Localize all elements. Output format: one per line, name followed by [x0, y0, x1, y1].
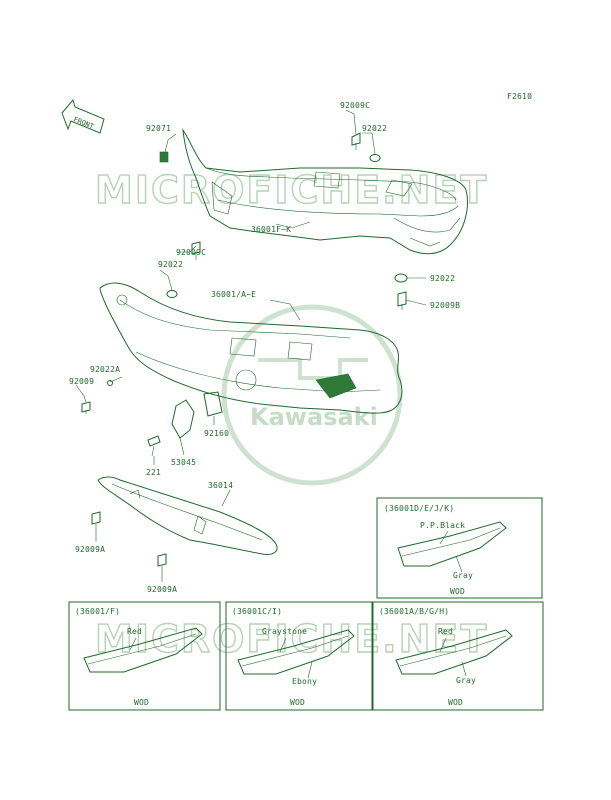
part-label-92022-mid: 92022 — [158, 260, 183, 269]
variant-color-1: Graystone — [262, 627, 307, 636]
variant-color-1: Red — [438, 627, 453, 636]
kawasaki-wordmark: Kawasaki — [250, 403, 378, 431]
front-arrow-label: FRONT — [72, 115, 95, 131]
side-cover-upper — [182, 128, 468, 255]
part-label-92009c-top: 92009C — [340, 101, 370, 110]
leader-lines — [75, 109, 427, 582]
variant-footer: WOD — [134, 698, 149, 707]
clip-92071 — [159, 151, 169, 163]
variant-footer: WOD — [448, 698, 463, 707]
variant-color-2: Gray — [456, 676, 476, 685]
variant-color-1: Red — [127, 627, 142, 636]
part-label-36001f-k: 36001F~K — [251, 225, 291, 234]
part-label-92022-right: 92022 — [430, 274, 455, 283]
variant-footer: WOD — [290, 698, 305, 707]
variant-box-36001d-e-j-k: (36001D/E/J/K) P.P.Black Gray WOD — [376, 497, 543, 599]
part-label-92071: 92071 — [146, 124, 171, 133]
part-label-92009c-mid: 92009C — [176, 248, 206, 257]
part-labels: 92071 92009C 92022 36001F~K 92009C 92022… — [69, 101, 460, 594]
variant-title: (36001A/B/G/H) — [379, 607, 449, 616]
chain-cover — [91, 476, 278, 567]
variant-box-36001c-i: (36001C/I) Graystone Ebony WOD — [225, 601, 373, 711]
part-label-92009-left: 92009 — [69, 377, 94, 386]
part-label-92022a: 92022A — [90, 365, 120, 374]
variant-footer: WOD — [450, 587, 465, 596]
fasteners — [81, 132, 408, 457]
figure-code: F2610 — [507, 92, 532, 101]
part-label-92009a-a: 92009A — [75, 545, 105, 554]
watermark-text-top: MICROFICHE.NET — [95, 168, 488, 212]
watermark: MICROFICHE.NET MICROFICHE.NET Kawasaki — [94, 167, 488, 661]
side-cover-lower — [99, 282, 403, 414]
part-label-92160: 92160 — [204, 429, 229, 438]
watermark-text-bottom: MICROFICHE.NET — [95, 617, 488, 661]
variant-title: (36001C/I) — [232, 607, 282, 616]
front-arrow: FRONT — [61, 98, 105, 134]
part-label-92009b: 92009B — [430, 301, 460, 310]
part-label-36014: 36014 — [208, 481, 233, 490]
variant-color-1: P.P.Black — [420, 521, 465, 530]
part-label-92022-top: 92022 — [362, 124, 387, 133]
variant-color-2: Ebony — [292, 677, 317, 686]
variant-color-2: Gray — [453, 571, 473, 580]
part-label-92009a-b: 92009A — [147, 585, 177, 594]
part-label-221: 221 — [146, 468, 161, 477]
part-label-36001-a-e: 36001/A~E — [211, 290, 256, 299]
variant-box-36001-f: (36001/F) Red WOD — [68, 601, 221, 711]
variant-box-36001a-b-g-h: (36001A/B/G/H) Red Gray WOD — [372, 601, 544, 711]
part-label-53045: 53045 — [171, 458, 196, 467]
variant-title: (36001D/E/J/K) — [384, 504, 454, 513]
kawasaki-watermark-logo: Kawasaki — [221, 304, 403, 486]
variant-title: (36001/F) — [75, 607, 120, 616]
